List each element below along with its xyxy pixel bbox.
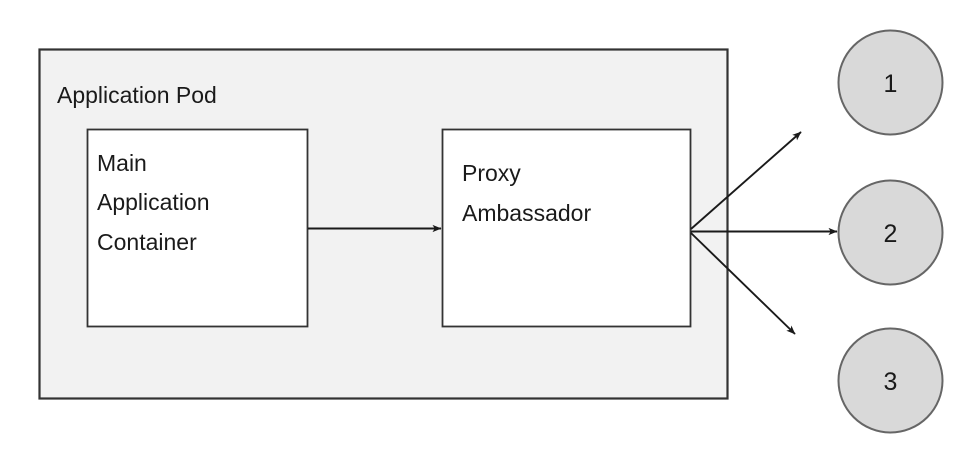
external-service-2-label: 2 xyxy=(884,220,898,248)
connector-proxy-to-service-1 xyxy=(690,131,802,230)
main-application-container-label-line3: Container xyxy=(97,229,197,255)
external-service-2-circle xyxy=(837,179,944,286)
external-service-1-label: 1 xyxy=(884,70,898,98)
main-application-container-label-line1: Main xyxy=(97,150,147,176)
proxy-ambassador-label-line2: Ambassador xyxy=(462,200,591,226)
external-service-3-circle xyxy=(837,327,944,434)
application-pod-title: Application Pod xyxy=(57,82,217,108)
main-application-container-label-line2: Application xyxy=(97,189,210,215)
proxy-ambassador-box xyxy=(441,128,692,328)
main-application-container-box xyxy=(86,128,309,328)
external-service-1-circle xyxy=(837,29,944,136)
proxy-ambassador-label-line1: Proxy xyxy=(462,160,521,186)
external-service-3-label: 3 xyxy=(884,368,898,396)
connector-proxy-to-service-3 xyxy=(690,232,796,335)
